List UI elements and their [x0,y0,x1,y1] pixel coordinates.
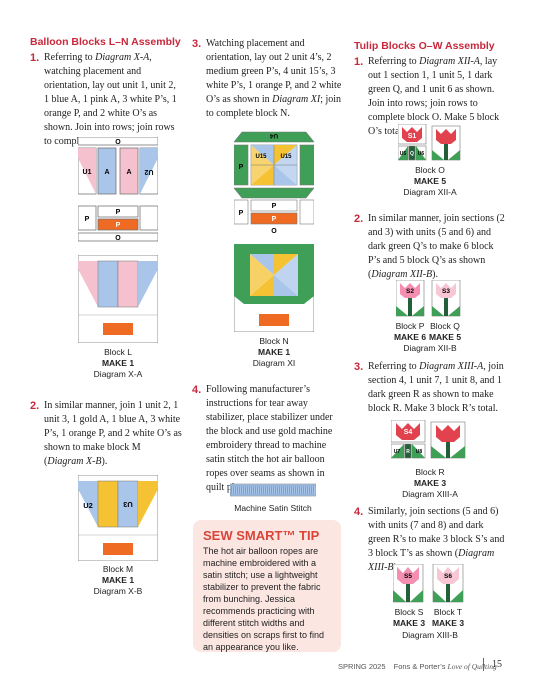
right-column: Tulip Blocks O–W Assembly 1. Referring t… [354,40,506,139]
tip-title: SEW SMART™ TIP [203,528,320,543]
caption-diagram-xii-b: Diagram XII-B [403,343,457,353]
diagram-xi-exploded: U4 P U15 U15 P P P O [234,131,314,234]
step-number: 2. [354,213,364,225]
caption-block-r: Block R MAKE 3 Diagram XIII-A [402,467,458,499]
satin-stitch-swatch [230,483,316,497]
sew-smart-tip: SEW SMART™ TIP The hot air balloon ropes… [193,520,341,652]
footer-season: SPRING 2025 [338,662,386,671]
page-number: 15 [492,659,502,670]
label-u2: U2 [144,168,153,175]
label-a-pink: A [126,169,131,176]
diagram-xa-exploded: O U1 A A U2 P P P O [78,137,158,242]
label-u4: U4 [269,132,278,139]
label-s6: S6 [444,573,452,580]
label-q: Q [410,151,414,157]
label-p-orange: P [116,222,121,229]
tip-body: The hot air balloon ropes are machine em… [203,546,325,652]
diagram-xii-a: S1 U5 Q U6 [398,124,461,161]
caption-block-l: Block L MAKE 1 Diagram X-A [93,347,143,379]
label-a-blue: A [104,169,109,176]
step-number: 4. [192,384,202,396]
label-p-orange: P [272,216,277,223]
label-s1: S1 [408,133,417,140]
label-r: R [406,449,410,455]
label-u15-a: U15 [255,154,267,160]
left-column: Balloon Blocks L–N Assembly 1. Referring… [30,36,182,149]
right-step-2-wrap: 2. In similar manner, join sections (2 a… [354,212,506,282]
caption-block-t: Block T MAKE 3 [431,607,465,628]
diagram-xiii-b: S5 S6 [393,564,464,603]
caption-block-p: Block P MAKE 6 [393,321,427,342]
diagram-xii-b: S2 S3 [396,280,461,317]
label-u2: U2 [83,501,93,510]
label-s5: S5 [404,573,412,580]
block-n-finished [234,244,314,332]
balloon-step-3: 3. Watching placement and orientation, l… [192,38,342,119]
label-u15-b: U15 [280,154,292,160]
left-step-2-wrap: 2. In similar manner, join 1 unit 2, 1 u… [30,399,182,469]
tulip-step-2: 2. In similar manner, join sections (2 a… [354,213,505,280]
step-number: 4. [354,506,364,518]
footer-divider [483,658,484,671]
middle-step-4-wrap: 4. Following manufacturer’s instructions… [192,383,342,495]
label-o-top: O [115,139,121,146]
balloon-heading: Balloon Blocks L–N Assembly [30,36,181,48]
block-m-diagram: U2 U3 [78,475,158,561]
right-step-3-wrap: 3. Referring to Diagram XIII-A, join sec… [354,360,506,416]
diagram-xiii-a: S4 U7 R U8 [391,420,466,459]
label-p-top: P [272,203,277,210]
footer: SPRING 2025 Fons & Porter’s Love of Quil… [338,662,497,671]
caption-block-q: Block Q MAKE 5 [428,321,462,342]
caption-diagram-xiii-b: Diagram XIII-B [402,630,458,640]
label-u6: U6 [418,151,425,157]
stitch-caption: Machine Satin Stitch [234,503,312,513]
label-u5: U5 [400,151,407,157]
label-u8: U8 [416,449,423,455]
footer-magazine: Fons & Porter’s Love of Quilting [393,662,497,671]
caption-block-n: Block N MAKE 1 Diagram XI [252,336,296,368]
step-number: 3. [354,361,364,373]
label-p-green: P [239,164,244,171]
label-s3: S3 [442,288,450,295]
label-s2: S2 [406,288,414,295]
tulip-heading: Tulip Blocks O–W Assembly [354,40,495,52]
label-o-bottom: O [115,235,121,242]
middle-column: 3. Watching placement and orientation, l… [192,37,342,121]
balloon-step-1: 1. Referring to Diagram X-A, watching pl… [30,52,177,147]
label-u3: U3 [123,500,133,509]
balloon-step-2: 2. In similar manner, join 1 unit 2, 1 u… [30,400,182,467]
step-number: 3. [192,38,202,50]
label-p-white: P [239,210,244,217]
label-s4: S4 [404,429,413,436]
label-p-left: P [85,216,90,223]
label-u7: U7 [394,449,401,455]
caption-block-o: Block O MAKE 5 Diagram XII-A [403,165,457,197]
caption-block-s: Block S MAKE 3 [392,607,426,628]
tulip-step-3: 3. Referring to Diagram XIII-A, join sec… [354,361,504,414]
label-u1: U1 [83,169,92,176]
block-l-finished [78,255,158,343]
step-number: 1. [30,52,40,64]
balloon-step-4: 4. Following manufacturer’s instructions… [192,384,333,493]
step-number: 2. [30,400,40,412]
tulip-step-1: 1. Referring to Diagram XII-A, lay out 1… [354,56,500,137]
step-number: 1. [354,56,364,68]
label-p-top: P [116,209,121,216]
caption-block-m: Block M MAKE 1 Diagram X-B [93,564,143,596]
label-o-bottom: O [271,228,277,234]
